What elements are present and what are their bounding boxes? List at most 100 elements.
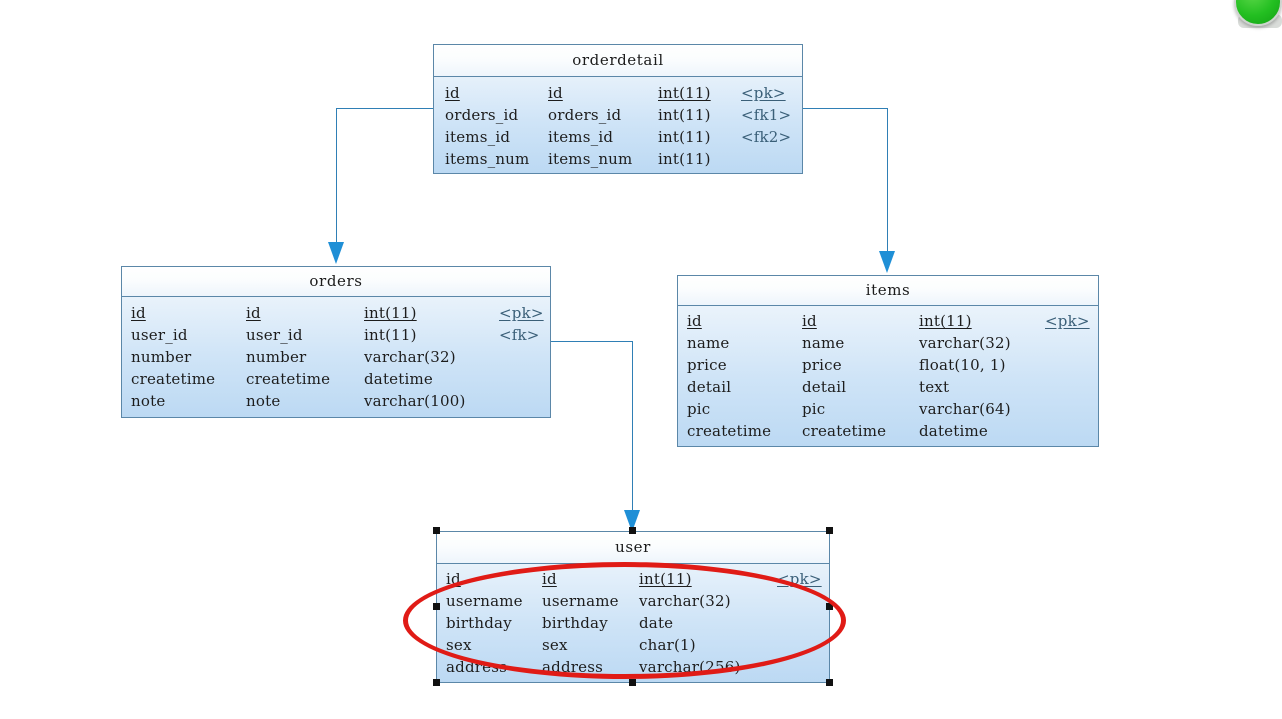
entity-attributes-items: id id int(11) <pk> name name varchar(32)… <box>678 306 1098 442</box>
attribute-logical-name: sex <box>446 636 472 654</box>
attribute-physical-name: orders_id <box>548 106 622 124</box>
attribute-physical-name: id <box>802 312 817 330</box>
attribute-physical-name: username <box>542 592 619 610</box>
attribute-row[interactable]: createtime createtime datetime <box>122 368 550 390</box>
attribute-logical-name: id <box>131 304 146 322</box>
entity-title-items: items <box>678 276 1098 306</box>
resize-handle-bottom-left[interactable] <box>433 679 440 686</box>
attribute-logical-name: detail <box>687 378 732 396</box>
attribute-key-tag: <fk2> <box>741 128 792 146</box>
attribute-datatype: varchar(64) <box>919 400 1011 418</box>
attribute-physical-name: items_id <box>548 128 614 146</box>
attribute-datatype: int(11) <box>658 106 711 124</box>
entity-table-items[interactable]: items id id int(11) <pk> name name varch… <box>677 275 1099 447</box>
resize-handle-middle-right[interactable] <box>826 603 833 610</box>
attribute-physical-name: pic <box>802 400 826 418</box>
attribute-logical-name: id <box>445 84 460 102</box>
attribute-datatype: int(11) <box>658 84 711 102</box>
attribute-row[interactable]: price price float(10, 1) <box>678 354 1098 376</box>
resize-handle-top-center[interactable] <box>629 527 636 534</box>
attribute-physical-name: address <box>542 658 603 676</box>
attribute-datatype: int(11) <box>658 150 711 168</box>
arrowhead-icon <box>624 510 640 532</box>
attribute-datatype: int(11) <box>639 570 692 588</box>
attribute-row[interactable]: birthday birthday date <box>437 612 829 634</box>
attribute-physical-name: id <box>548 84 563 102</box>
resize-handle-top-right[interactable] <box>826 527 833 534</box>
attribute-physical-name: note <box>246 392 281 410</box>
attribute-datatype: int(11) <box>658 128 711 146</box>
attribute-logical-name: orders_id <box>445 106 519 124</box>
entity-attributes-user: id id int(11) <pk> username username var… <box>437 564 829 678</box>
attribute-logical-name: user_id <box>131 326 188 344</box>
attribute-physical-name: number <box>246 348 307 366</box>
attribute-datatype: datetime <box>919 422 988 440</box>
attribute-physical-name: id <box>246 304 261 322</box>
connector-segment-horizontal <box>803 108 888 109</box>
attribute-physical-name: price <box>802 356 842 374</box>
attribute-row[interactable]: detail detail text <box>678 376 1098 398</box>
entity-attributes-orders: id id int(11) <pk> user_id user_id int(1… <box>122 297 550 412</box>
attribute-row[interactable]: address address varchar(256) <box>437 656 829 678</box>
attribute-physical-name: sex <box>542 636 568 654</box>
attribute-datatype: date <box>639 614 674 632</box>
attribute-logical-name: id <box>687 312 702 330</box>
attribute-logical-name: note <box>131 392 166 410</box>
attribute-physical-name: name <box>802 334 845 352</box>
attribute-physical-name: detail <box>802 378 847 396</box>
attribute-datatype: text <box>919 378 950 396</box>
resize-handle-bottom-right[interactable] <box>826 679 833 686</box>
attribute-datatype: int(11) <box>364 304 417 322</box>
attribute-datatype: varchar(32) <box>639 592 731 610</box>
attribute-logical-name: id <box>446 570 461 588</box>
attribute-row[interactable]: id id int(11) <pk> <box>122 302 550 324</box>
attribute-logical-name: birthday <box>446 614 512 632</box>
entity-title-orderdetail: orderdetail <box>434 45 802 77</box>
entity-table-user[interactable]: user id id int(11) <pk> username usernam… <box>436 531 830 683</box>
entity-table-orderdetail[interactable]: orderdetail id id int(11) <pk> orders_id… <box>433 44 803 174</box>
attribute-datatype: varchar(32) <box>919 334 1011 352</box>
entity-attributes-orderdetail: id id int(11) <pk> orders_id orders_id i… <box>434 77 802 170</box>
arrowhead-icon <box>328 242 344 264</box>
attribute-physical-name: createtime <box>802 422 887 440</box>
attribute-row[interactable]: id id int(11) <pk> <box>678 310 1098 332</box>
attribute-datatype: varchar(32) <box>364 348 456 366</box>
connector-segment-vertical <box>336 108 337 256</box>
attribute-row[interactable]: id id int(11) <pk> <box>437 568 829 590</box>
attribute-datatype: char(1) <box>639 636 696 654</box>
attribute-logical-name: items_num <box>445 150 530 168</box>
attribute-physical-name: birthday <box>542 614 608 632</box>
attribute-row[interactable]: sex sex char(1) <box>437 634 829 656</box>
attribute-key-tag: <fk> <box>499 326 540 344</box>
attribute-datatype: int(11) <box>919 312 972 330</box>
attribute-row[interactable]: id id int(11) <pk> <box>434 82 802 104</box>
attribute-logical-name: pic <box>687 400 711 418</box>
attribute-row[interactable]: items_num items_num int(11) <box>434 148 802 170</box>
attribute-key-tag: <pk> <box>777 570 822 588</box>
attribute-logical-name: price <box>687 356 727 374</box>
attribute-datatype: varchar(100) <box>364 392 466 410</box>
attribute-logical-name: number <box>131 348 192 366</box>
entity-table-orders[interactable]: orders id id int(11) <pk> user_id user_i… <box>121 266 551 418</box>
attribute-row[interactable]: number number varchar(32) <box>122 346 550 368</box>
entity-title-orders: orders <box>122 267 550 297</box>
attribute-row[interactable]: name name varchar(32) <box>678 332 1098 354</box>
attribute-row[interactable]: orders_id orders_id int(11) <fk1> <box>434 104 802 126</box>
attribute-physical-name: id <box>542 570 557 588</box>
attribute-row[interactable]: note note varchar(100) <box>122 390 550 412</box>
attribute-logical-name: items_id <box>445 128 511 146</box>
connector-segment-horizontal <box>336 108 434 109</box>
attribute-row[interactable]: user_id user_id int(11) <fk> <box>122 324 550 346</box>
attribute-row[interactable]: pic pic varchar(64) <box>678 398 1098 420</box>
attribute-row[interactable]: items_id items_id int(11) <fk2> <box>434 126 802 148</box>
resize-handle-top-left[interactable] <box>433 527 440 534</box>
connector-segment-vertical <box>887 108 888 265</box>
resize-handle-bottom-center[interactable] <box>629 679 636 686</box>
attribute-row[interactable]: username username varchar(32) <box>437 590 829 612</box>
attribute-physical-name: createtime <box>246 370 331 388</box>
attribute-datatype: float(10, 1) <box>919 356 1006 374</box>
attribute-row[interactable]: createtime createtime datetime <box>678 420 1098 442</box>
attribute-datatype: varchar(256) <box>639 658 741 676</box>
resize-handle-middle-left[interactable] <box>433 603 440 610</box>
